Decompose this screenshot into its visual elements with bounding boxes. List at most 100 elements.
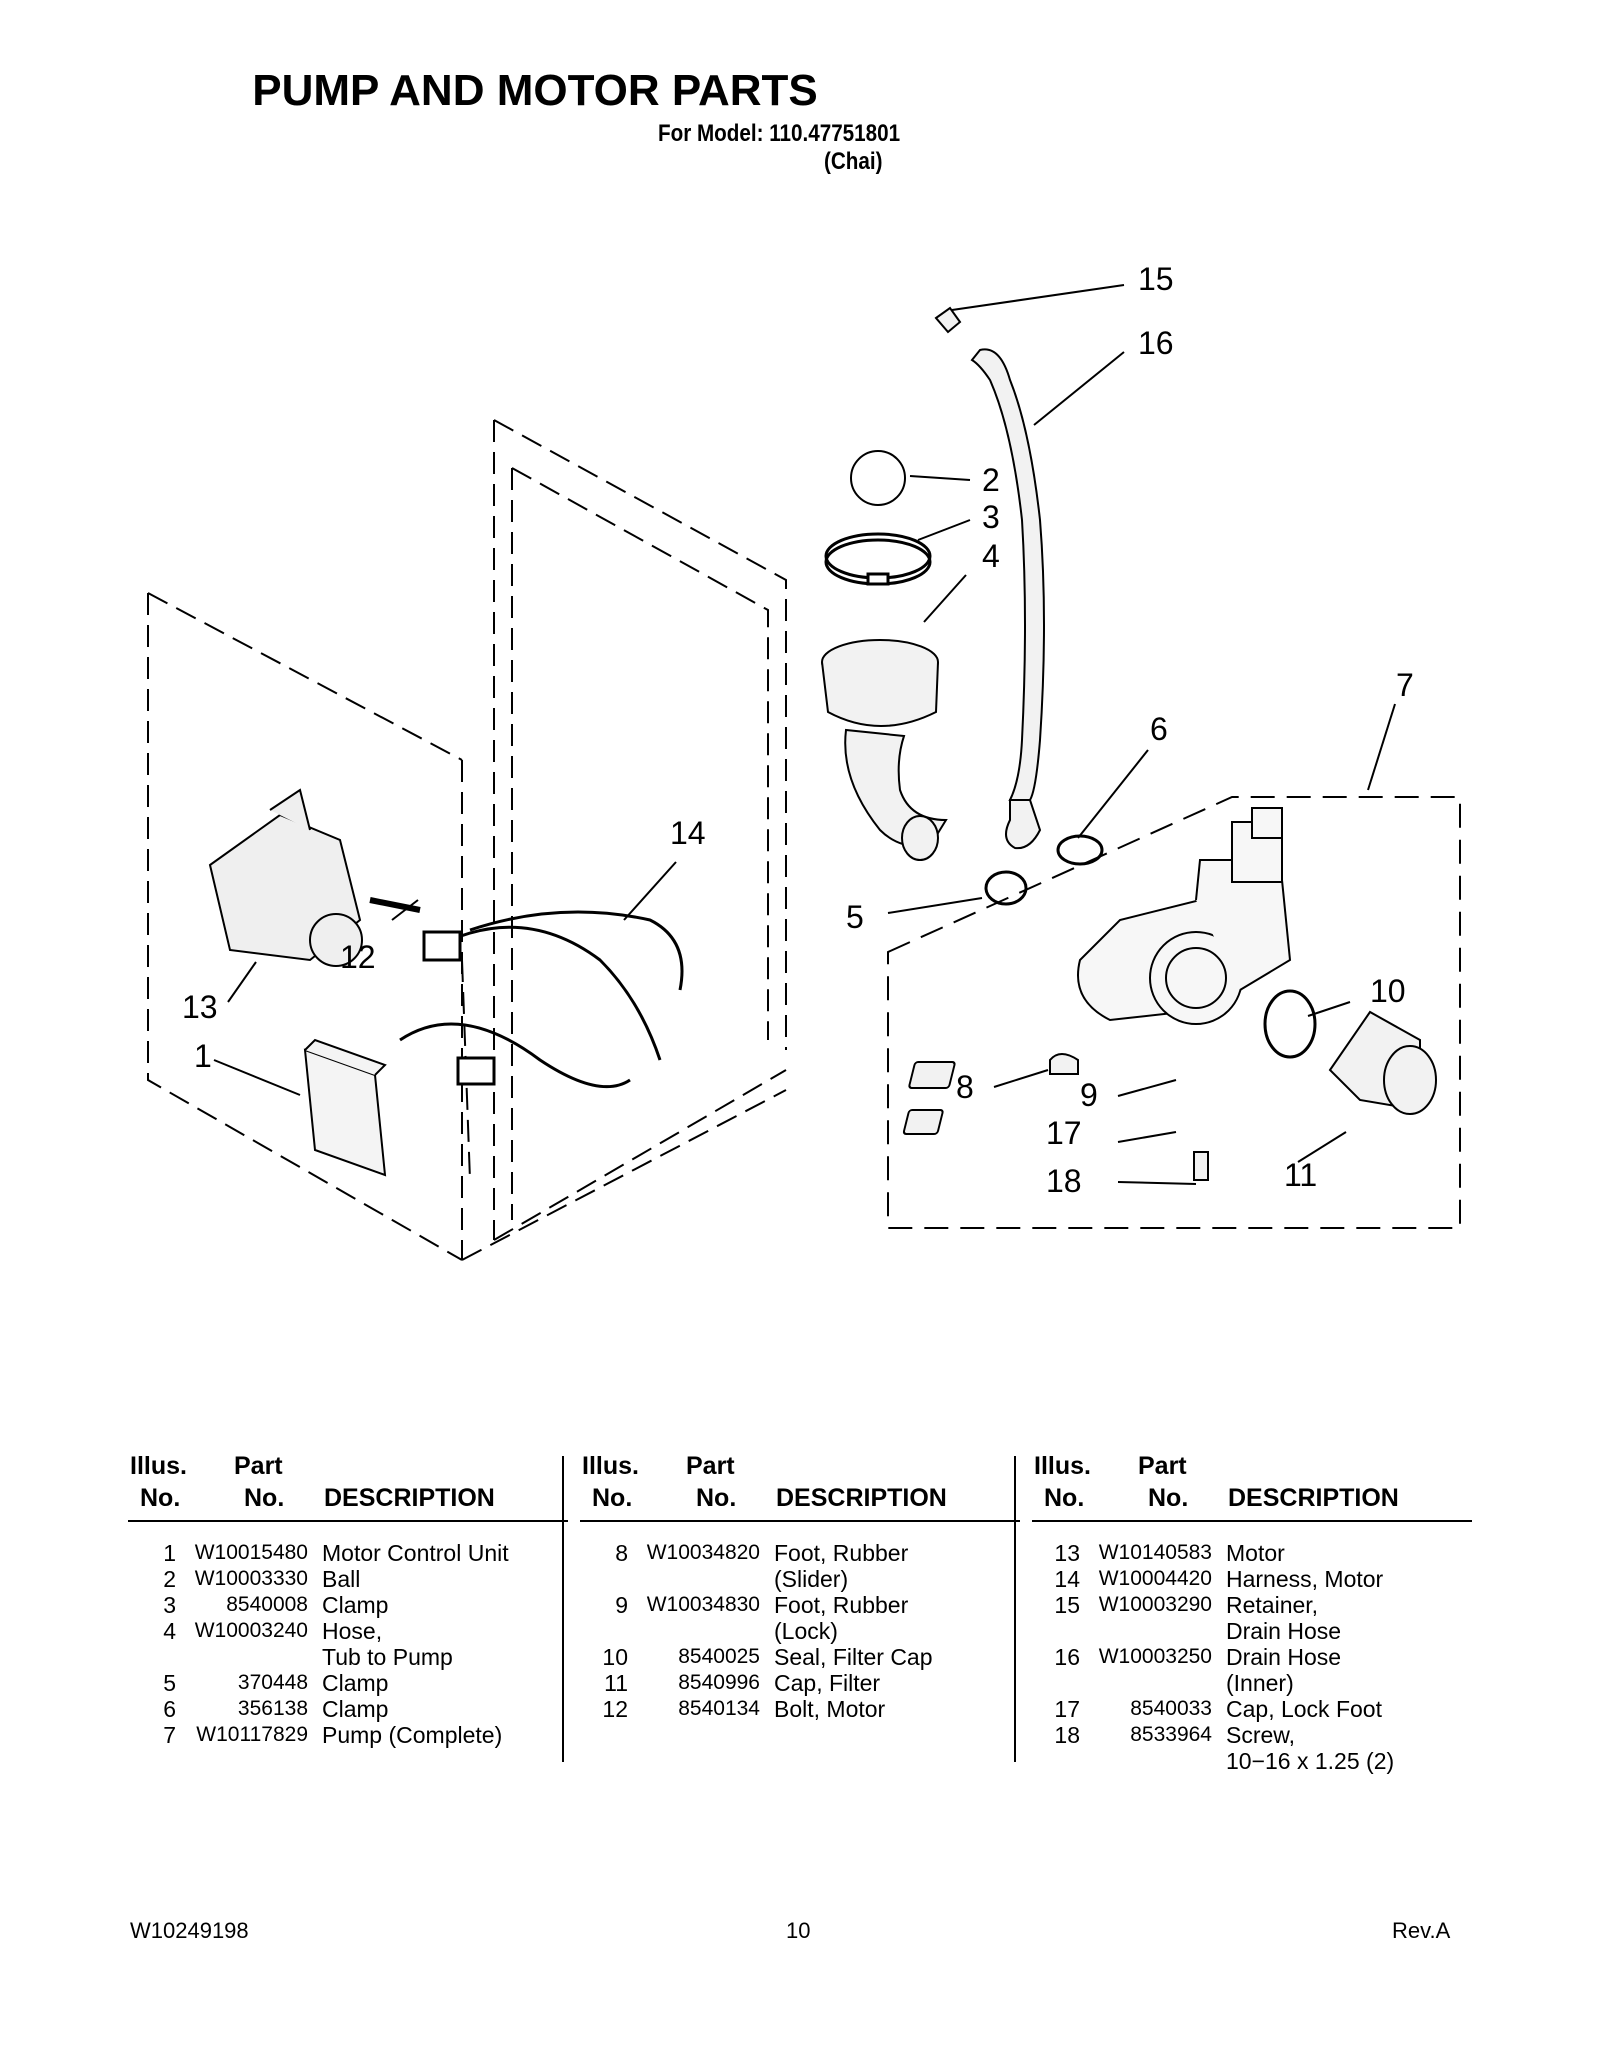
part-number: 8540996	[678, 1671, 760, 1694]
page-title: PUMP AND MOTOR PARTS	[252, 66, 818, 115]
illus-number: 10	[602, 1644, 628, 1670]
callout-7: 7	[1396, 667, 1414, 703]
callout-13: 13	[182, 989, 218, 1025]
part-description: Hose, Tub to Pump	[322, 1618, 453, 1670]
part-description: Foot, Rubber (Slider)	[774, 1540, 909, 1592]
illus-number: 5	[163, 1670, 176, 1696]
callout-10: 10	[1370, 973, 1406, 1009]
illus-number: 2	[163, 1566, 176, 1592]
part-description: Cap, Filter	[774, 1670, 881, 1696]
callout-15: 15	[1138, 261, 1174, 297]
illus-number: 11	[604, 1670, 628, 1696]
callout-14: 14	[670, 815, 706, 851]
filter-seal-part	[1263, 989, 1317, 1059]
revision-label: Rev.A	[1392, 1918, 1451, 1943]
part-number: W10003330	[194, 1567, 308, 1590]
callout-6: 6	[1150, 711, 1168, 747]
callout-16: 16	[1138, 325, 1174, 361]
doc-number: W10249198	[130, 1918, 249, 1943]
callout-4: 4	[982, 538, 1000, 574]
part-number: 356138	[237, 1697, 308, 1720]
illus-number: 16	[1054, 1644, 1080, 1670]
part-number: W10003250	[1098, 1645, 1212, 1668]
illus-number: 18	[1054, 1722, 1080, 1748]
parts-column-2: Illus. No. Part No. DESCRIPTION 8 W100348…	[580, 1452, 1020, 1722]
pump-assembly	[1077, 807, 1292, 1025]
screw-part	[1193, 1151, 1209, 1181]
part-description: Clamp	[322, 1592, 389, 1618]
table-row: 11 8540996 Cap, Filter	[580, 1670, 1020, 1696]
model-line: For Model: 110.47751801	[658, 120, 901, 147]
illus-number: 13	[1054, 1540, 1080, 1566]
table-row: 10 8540025 Seal, Filter Cap	[580, 1644, 1020, 1670]
callout-3: 3	[982, 499, 1000, 535]
tub-to-pump-hose	[821, 639, 948, 861]
ball-part	[850, 450, 906, 506]
rubber-foot-lock	[908, 1061, 956, 1089]
motor-part	[208, 788, 421, 967]
part-number: 8540025	[678, 1645, 760, 1668]
callout-5: 5	[846, 899, 864, 935]
part-number: W10034820	[646, 1541, 760, 1564]
column-divider	[1014, 1456, 1016, 1762]
table-row: 2 W10003330 Ball	[128, 1566, 568, 1592]
clamp-5-part	[984, 870, 1028, 906]
table-row: 1 W10015480 Motor Control Unit	[128, 1540, 568, 1566]
part-number: W10003290	[1098, 1593, 1212, 1616]
drain-hose	[934, 306, 1045, 850]
callout-9: 9	[1080, 1077, 1098, 1113]
part-number: 8533964	[1130, 1723, 1212, 1746]
part-description: Clamp	[322, 1696, 389, 1722]
column-divider	[562, 1456, 564, 1762]
table-row: 8 W10034820 Foot, Rubber (Slider)	[580, 1540, 1020, 1592]
part-number: W10117829	[196, 1723, 308, 1746]
parts-column-1: Illus. No. Part No. DESCRIPTION 1 W100154…	[128, 1452, 568, 1748]
column-header: Illus. No. Part No. DESCRIPTION	[128, 1452, 568, 1522]
callout-8: 8	[956, 1069, 974, 1105]
lock-foot-cap	[902, 1109, 944, 1135]
part-number: 8540134	[678, 1697, 760, 1720]
part-number: W10015480	[194, 1541, 308, 1564]
motor-control-unit-part	[303, 1038, 387, 1177]
part-number: W10003240	[194, 1619, 308, 1642]
page-number: 10	[786, 1918, 811, 1943]
model-variant: (Chai)	[824, 148, 883, 175]
callout-18: 18	[1046, 1163, 1082, 1199]
part-description: Clamp	[322, 1670, 389, 1696]
part-number: W10140583	[1098, 1541, 1212, 1564]
illus-number: 3	[163, 1592, 176, 1618]
part-description: Motor Control Unit	[322, 1540, 509, 1566]
illus-number: 7	[163, 1722, 176, 1748]
part-description: Bolt, Motor	[774, 1696, 886, 1722]
parts-rows: 1 W10015480 Motor Control Unit 2 W10003330 Ba…	[128, 1540, 568, 1748]
callout-12: 12	[340, 939, 376, 975]
column-header: Illus. No. Part No. DESCRIPTION	[580, 1452, 1020, 1522]
part-number: 370448	[237, 1671, 308, 1694]
part-description: Harness, Motor	[1226, 1566, 1384, 1592]
part-description: Seal, Filter Cap	[774, 1644, 933, 1670]
illus-number: 8	[615, 1540, 628, 1566]
part-description: Ball	[322, 1566, 361, 1592]
cabinet-frame	[147, 419, 787, 1261]
table-row: 5 370448 Clamp	[128, 1670, 568, 1696]
illus-number: 1	[163, 1540, 176, 1566]
callout-17: 17	[1046, 1115, 1082, 1151]
column-header: Illus. No. Part No. DESCRIPTION	[1032, 1452, 1472, 1522]
clamp-6-part	[1056, 834, 1104, 866]
illus-number: 9	[615, 1592, 628, 1618]
illus-number: 17	[1054, 1696, 1080, 1722]
rubber-foot-slider	[1049, 1053, 1079, 1075]
callout-1: 1	[194, 1038, 212, 1074]
